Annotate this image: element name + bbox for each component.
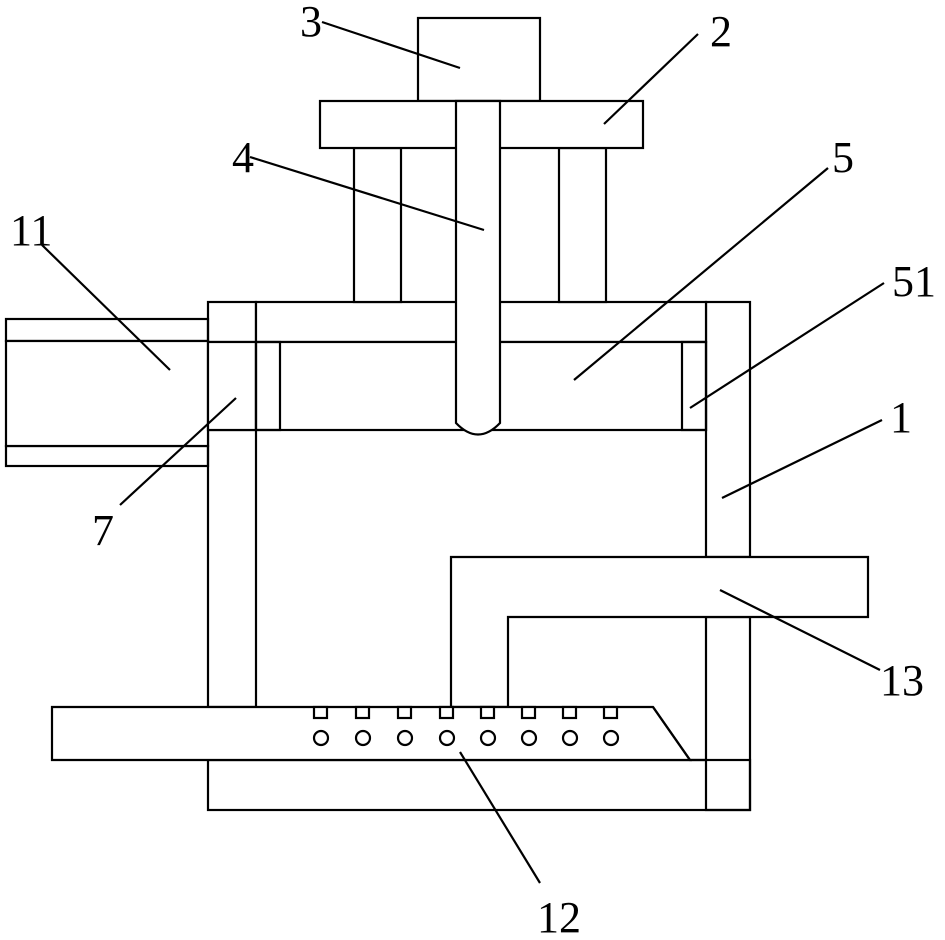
piston-rod <box>454 99 502 436</box>
motor <box>416 16 542 103</box>
label-13: 13 <box>880 656 924 705</box>
nozzle <box>520 705 537 720</box>
leader-4 <box>249 155 485 232</box>
perforated-tube <box>50 705 706 762</box>
leader-7 <box>119 397 237 506</box>
label-7: 7 <box>92 506 114 555</box>
nozzle <box>438 705 455 720</box>
guide-column-right <box>557 146 608 304</box>
hole <box>602 729 620 747</box>
nozzle <box>602 705 619 720</box>
hole <box>520 729 538 747</box>
inlet-pipe-bore <box>4 339 210 448</box>
nozzle <box>396 705 413 720</box>
housing-left-wall-upper <box>206 300 258 344</box>
hole <box>561 729 579 747</box>
label-4: 4 <box>232 133 254 182</box>
label-2: 2 <box>710 7 732 56</box>
tube-holes <box>312 729 620 747</box>
inlet-pipe-lower-wall <box>4 444 210 468</box>
seal-left <box>254 340 282 432</box>
guide-column-left <box>352 146 403 304</box>
leader-12 <box>459 751 541 884</box>
label-51: 51 <box>892 257 936 306</box>
label-1: 1 <box>890 393 912 442</box>
label-3: 3 <box>300 0 322 46</box>
leader-lines <box>41 20 885 884</box>
leader-3 <box>321 20 461 70</box>
channel-to-wall <box>652 706 706 762</box>
leader-51 <box>689 282 885 409</box>
hole <box>438 729 456 747</box>
label-11: 11 <box>10 206 52 255</box>
part-labels: 3 2 4 5 51 11 1 7 13 12 <box>10 0 936 940</box>
nozzle <box>312 705 329 720</box>
label-12: 12 <box>537 893 581 940</box>
leader-2 <box>603 33 699 125</box>
tube-nozzles <box>312 705 619 720</box>
inlet-pipe <box>4 317 210 468</box>
perforated-tube-body <box>50 705 693 762</box>
inlet-pipe-upper-wall <box>4 317 210 343</box>
leader-5 <box>573 167 829 381</box>
label-5: 5 <box>832 133 854 182</box>
nozzle <box>561 705 578 720</box>
nozzle <box>354 705 371 720</box>
housing-right-wall-lower <box>704 615 752 812</box>
seal-right <box>680 340 708 432</box>
housing-right-wall-upper <box>704 300 752 559</box>
hole <box>479 729 497 747</box>
hole <box>312 729 330 747</box>
nozzle <box>479 705 496 720</box>
leader-11 <box>41 244 171 371</box>
housing-left-wall-lower <box>206 428 258 709</box>
leader-13 <box>719 589 881 671</box>
hole <box>354 729 372 747</box>
leader-1 <box>721 419 883 499</box>
hole <box>396 729 414 747</box>
